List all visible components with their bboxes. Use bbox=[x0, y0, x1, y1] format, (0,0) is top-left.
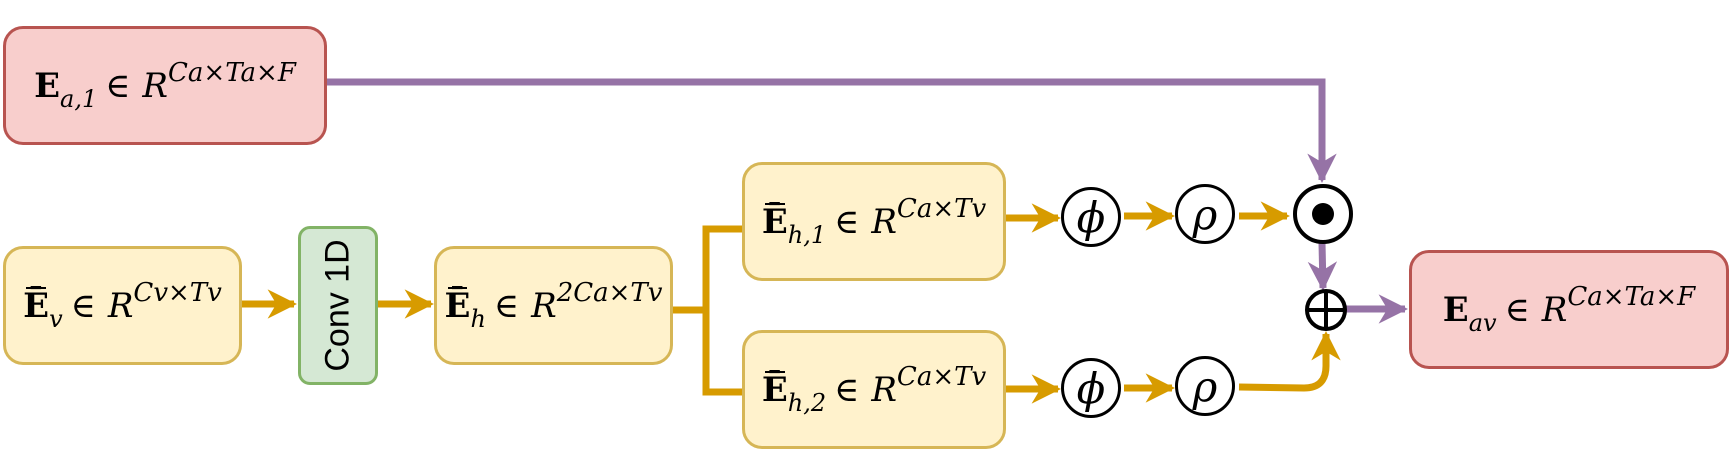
eh-dims: 2Ca×Tv bbox=[556, 277, 663, 308]
rho-glyph-bottom: ρ bbox=[1192, 361, 1218, 411]
ev-subscript: v bbox=[49, 304, 63, 333]
add-operator-icon bbox=[1304, 288, 1348, 332]
edge-ea1-to-hadamard bbox=[325, 78, 1337, 183]
eav-space: R bbox=[1541, 289, 1568, 330]
ev-space: R bbox=[107, 285, 134, 326]
phi-glyph-bottom: ϕ bbox=[1076, 363, 1106, 413]
eh2-dims: Ca×Tv bbox=[896, 361, 987, 392]
conv1d-label: Conv 1D bbox=[318, 239, 357, 372]
hadamard-operator-icon bbox=[1292, 183, 1354, 245]
edge-rho2-to-add bbox=[1238, 331, 1341, 392]
ev-symbol: Ē bbox=[23, 285, 50, 326]
eh2-subscript: h,2 bbox=[787, 388, 827, 417]
edge-eh-to-eh1 bbox=[673, 225, 742, 314]
eh-in-symbol: ∈ bbox=[493, 285, 520, 326]
eh1-space: R bbox=[871, 201, 897, 242]
edge-eh-to-eh2 bbox=[702, 310, 742, 396]
rho-operator-bottom: ρ bbox=[1175, 356, 1235, 416]
eh1-dims: Ca×Tv bbox=[896, 193, 987, 224]
ea1-space: R bbox=[142, 65, 169, 106]
edge-hadamard-to-add bbox=[1307, 242, 1338, 291]
eh-subscript: h bbox=[470, 304, 486, 333]
ev-dims: Cv×Tv bbox=[133, 277, 222, 308]
eh1-subscript: h,1 bbox=[787, 220, 827, 249]
eh1-symbol: Ē bbox=[761, 201, 788, 242]
eh-symbol: Ē bbox=[444, 285, 471, 326]
rho-operator-top: ρ bbox=[1175, 184, 1235, 244]
ea1-symbol: E bbox=[34, 65, 61, 106]
eav-symbol: E bbox=[1442, 289, 1469, 330]
eav-subscript: av bbox=[1468, 308, 1497, 337]
eh-space: R bbox=[531, 285, 557, 326]
phi-operator-bottom: ϕ bbox=[1061, 358, 1121, 418]
phi-operator-top: ϕ bbox=[1061, 187, 1121, 247]
node-conv1d: Conv 1D bbox=[298, 226, 378, 385]
rho-glyph-top: ρ bbox=[1192, 189, 1218, 239]
ea1-in-symbol: ∈ bbox=[105, 65, 131, 106]
eav-dims: Ca×Ta×F bbox=[1567, 281, 1696, 312]
ev-in-symbol: ∈ bbox=[70, 285, 96, 326]
eav-in-symbol: ∈ bbox=[1504, 289, 1530, 330]
eh2-space: R bbox=[871, 369, 897, 410]
eh1-in-symbol: ∈ bbox=[834, 201, 860, 242]
phi-glyph-top: ϕ bbox=[1076, 192, 1106, 242]
eh2-in-symbol: ∈ bbox=[834, 369, 860, 410]
ea1-dims: Ca×Ta×F bbox=[168, 57, 296, 88]
eh2-symbol: Ē bbox=[761, 369, 788, 410]
ea1-subscript: a,1 bbox=[60, 84, 98, 113]
